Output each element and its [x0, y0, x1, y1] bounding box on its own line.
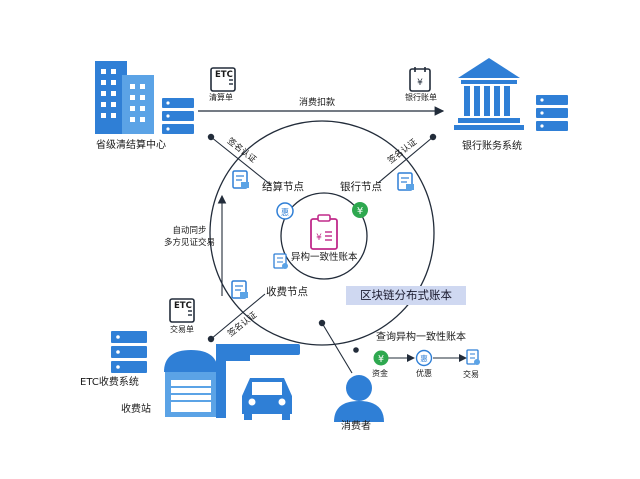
outer-ring [209, 120, 435, 346]
inner-ring [280, 192, 368, 280]
center-ledger-label: 异构一致性账本 [291, 252, 358, 263]
transaction-step-icon [466, 349, 480, 365]
toll-node-label: 收费节点 [266, 286, 308, 298]
bank-sheet-icon: ¥ [409, 67, 431, 92]
server-icon-bank [536, 95, 568, 131]
clearing-sheet-label: 清算单 [209, 93, 233, 102]
svg-text:¥: ¥ [378, 354, 384, 365]
ledger-lock-icon-right-top [397, 172, 414, 191]
edge-sign-bottom [210, 293, 266, 340]
transaction-sheet-label: 交易单 [170, 325, 194, 334]
etc-system-label: ETC收费系统 [80, 377, 139, 388]
query-dot [353, 347, 359, 353]
consumer-label: 消费者 [341, 421, 371, 432]
edge-sign-top-left [210, 136, 272, 186]
ledger-lock-icon-left-bottom [231, 280, 248, 299]
provincial-center-label: 省级清结算中心 [96, 140, 166, 151]
bank-node-label: 银行节点 [340, 181, 382, 193]
svg-text:¥: ¥ [316, 233, 322, 243]
query-step-discount: 优惠 [416, 369, 432, 378]
sync-label-line2: 多方见证交易 [164, 238, 216, 248]
transaction-sheet-icon-text: ETC [174, 301, 192, 311]
query-title: 查询异构一致性账本 [376, 332, 466, 343]
server-icon-center [162, 98, 194, 134]
building-icon [95, 61, 154, 134]
clearing-sheet-icon-text: ETC [215, 70, 233, 80]
discount-step-icon: 惠 [415, 349, 433, 367]
consume-deduct-label: 消费扣款 [299, 98, 336, 108]
svg-text:惠: 惠 [420, 353, 428, 363]
bank-sheet-label: 银行账单 [405, 93, 437, 102]
yuan-coin-icon-inner: ¥ [352, 202, 368, 218]
consumer-icon [334, 375, 384, 422]
edge-sign-top-right [377, 136, 434, 184]
settlement-node-label: 结算节点 [262, 181, 304, 193]
svg-text:¥: ¥ [417, 78, 423, 88]
toll-station-label: 收费站 [121, 404, 151, 415]
toll-booth-icon [164, 350, 218, 417]
car-icon [242, 378, 292, 420]
bank-system-label: 银行账务系统 [462, 141, 522, 152]
funds-coin-icon: ¥ [373, 350, 389, 366]
query-step-transaction: 交易 [463, 370, 479, 379]
ledger-lock-icon-left-top [232, 170, 249, 189]
sync-label: 自动同步 多方见证交易 [164, 225, 215, 249]
transaction-sheet-icon [169, 298, 195, 323]
svg-text:惠: 惠 [281, 207, 289, 217]
discount-icon-inner: 惠 [276, 202, 294, 220]
query-step-funds: 资金 [372, 369, 388, 378]
ledger-clipboard-icon: ¥ [310, 214, 338, 250]
svg-text:¥: ¥ [357, 206, 363, 217]
transaction-icon-inner [273, 253, 288, 269]
sync-label-line1: 自动同步 [172, 226, 207, 236]
clearing-sheet-icon [210, 67, 236, 92]
bank-building-icon [454, 58, 524, 130]
blockchain-ledger-banner: 区块链分布式账本 [346, 286, 466, 305]
server-icon-etc [111, 331, 147, 373]
edge-bottom-right [321, 322, 353, 374]
toll-gate-barrier-icon [216, 344, 300, 418]
